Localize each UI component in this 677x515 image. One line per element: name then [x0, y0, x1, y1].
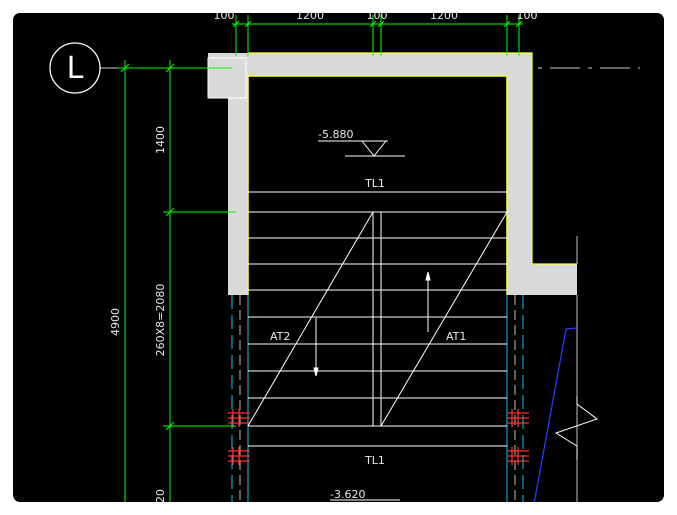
- cad-viewport[interactable]: L: [13, 13, 664, 502]
- level-marker-upper: [318, 140, 405, 157]
- top-dimension-line: [232, 15, 523, 56]
- stair-treads: [248, 191, 507, 447]
- column-lines-grey: [239, 236, 578, 502]
- level-upper: -5.880: [318, 128, 353, 141]
- dim-total-height: 4900: [109, 308, 122, 336]
- dim-top-4: 1200: [430, 13, 458, 22]
- dim-upper-segment: 1400: [154, 126, 167, 154]
- stair-plan-drawing: L: [49, 13, 640, 502]
- dim-top-5: 100: [517, 13, 538, 22]
- flight-label-left: AT2: [270, 330, 290, 343]
- blue-break-line: [533, 327, 578, 502]
- beam-label-top: TL1: [364, 177, 385, 190]
- column-pocket: [207, 57, 247, 99]
- wall-fill: [208, 53, 577, 295]
- wall-edge-yellow: [247, 75, 508, 295]
- dim-stair-segment: 260X8=2080: [154, 284, 167, 357]
- break-line-symbol: [554, 396, 599, 460]
- stair-well: [372, 212, 382, 426]
- dim-top-1: 100: [214, 13, 235, 22]
- wall-outline: [207, 52, 577, 295]
- dim-bottom-segment: 20: [154, 489, 167, 502]
- dim-top-2: 1200: [296, 13, 324, 22]
- column-lines: [231, 295, 524, 502]
- axis-label: L: [67, 51, 84, 86]
- dim-top-3: 100: [367, 13, 388, 22]
- vertical-dimension-lines: [118, 60, 236, 502]
- level-lower: -3.620: [330, 488, 365, 501]
- flight-diagonals: [247, 211, 508, 427]
- axis-bubble[interactable]: L: [49, 42, 101, 94]
- wall-edge-yellow-outer: [248, 52, 577, 265]
- red-markers: [228, 409, 529, 465]
- flight-label-right: AT1: [446, 330, 466, 343]
- beam-label-bottom: TL1: [364, 454, 385, 467]
